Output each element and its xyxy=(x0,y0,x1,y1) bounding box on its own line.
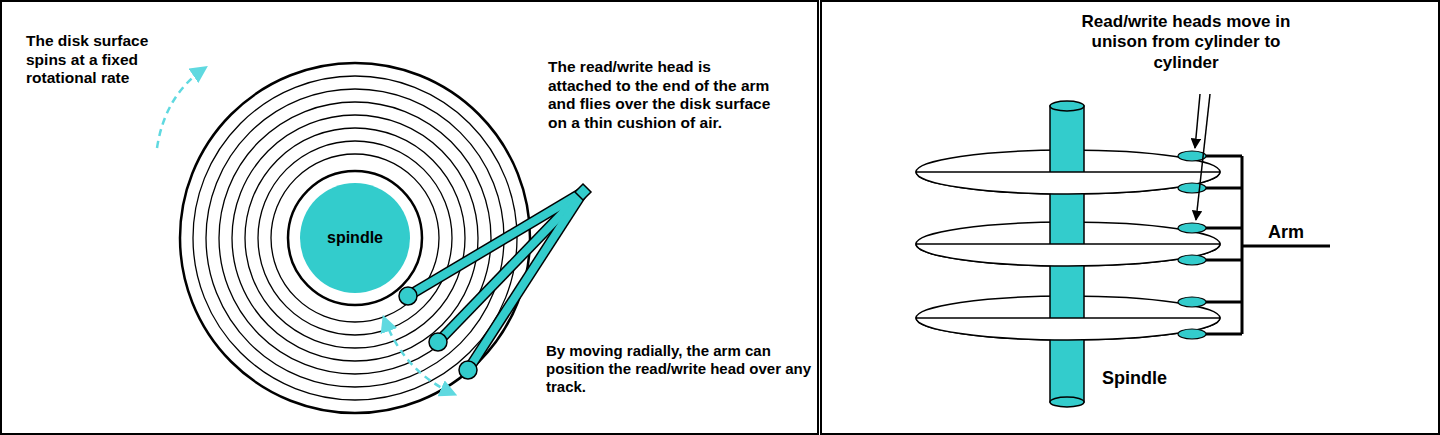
leader-line xyxy=(1196,94,1210,220)
spindle-ring xyxy=(288,171,422,305)
platter-front xyxy=(916,172,1220,194)
callout: Read/write heads move in unison from cyl… xyxy=(1070,12,1302,73)
motion-arrow xyxy=(384,318,454,394)
panel-frame xyxy=(821,1,1439,434)
note: The read/write head is attached to the e… xyxy=(548,58,776,132)
spindle-circle: spindle xyxy=(299,182,411,294)
note: By moving radially, the arm can position… xyxy=(546,342,814,396)
read-write-head xyxy=(1178,255,1206,265)
node-label: spindle xyxy=(327,228,383,247)
read-write-head xyxy=(1178,297,1206,307)
rotation-arrow xyxy=(157,68,205,148)
leader-line xyxy=(1195,94,1200,148)
track xyxy=(258,141,452,335)
platter-fronts xyxy=(916,172,1220,340)
part-name: Arm xyxy=(1268,222,1304,244)
track xyxy=(193,76,517,400)
part-name: Spindle xyxy=(1102,368,1167,390)
spindle-bottom xyxy=(1050,397,1084,407)
arm-bar xyxy=(438,192,583,342)
arm-pivot xyxy=(575,184,591,200)
spindle-top xyxy=(1050,101,1084,111)
read-write-head xyxy=(399,287,417,305)
node-fill xyxy=(300,183,410,293)
panel-frame xyxy=(1,1,818,434)
read-write-head xyxy=(1178,329,1206,339)
track xyxy=(271,154,439,322)
track xyxy=(232,115,478,361)
read-write-head xyxy=(429,333,447,351)
read-write-head xyxy=(1178,183,1206,193)
note: The disk surface spins at a fixed rotati… xyxy=(26,32,176,88)
track xyxy=(206,89,504,387)
heads xyxy=(1178,151,1206,339)
arm-lines xyxy=(1206,156,1330,334)
platter-front xyxy=(916,318,1220,340)
arm-assembly xyxy=(1206,156,1330,334)
read-write-head xyxy=(1178,151,1206,161)
read-write-head xyxy=(1178,223,1206,233)
platter-front xyxy=(916,244,1220,266)
track xyxy=(245,128,465,348)
leader-lines xyxy=(1195,94,1210,220)
read-write-head xyxy=(459,361,477,379)
